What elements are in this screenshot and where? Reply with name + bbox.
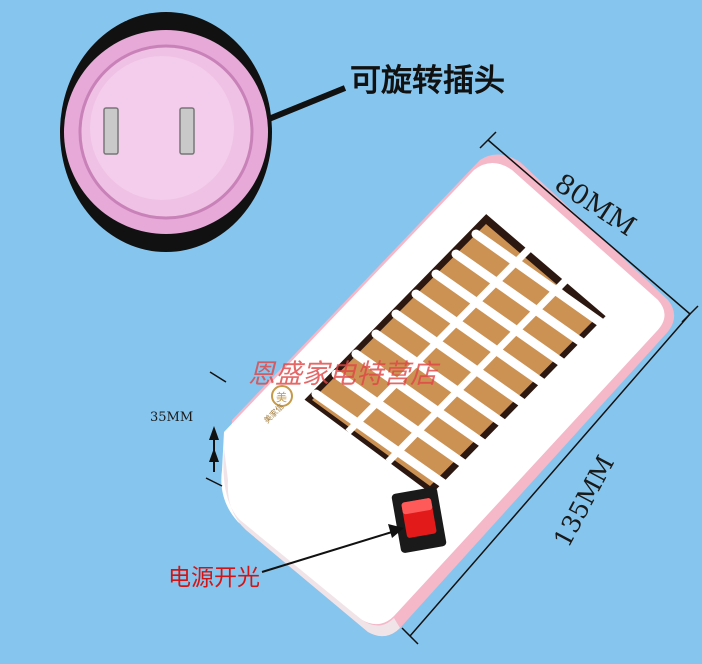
store-watermark: 恩盛家电特营店 <box>248 359 437 390</box>
height-dimension-label: 35MM <box>150 410 194 425</box>
rotatable-plug-label: 可旋转插头 <box>350 63 505 99</box>
svg-text:美: 美 <box>276 391 287 404</box>
height-arrow-icon <box>209 426 219 472</box>
rocker-switch-icon <box>391 487 447 553</box>
heater-grille-bars <box>311 229 605 489</box>
dimension-line-length <box>401 313 691 645</box>
heater-grille-crossbars <box>345 245 569 465</box>
power-switch-label: 电源开光 <box>168 565 260 591</box>
plug-prong-icon <box>103 107 195 155</box>
plug-inset-photo <box>60 12 272 252</box>
switch-pointer-arrow <box>261 524 404 573</box>
dimension-line-height <box>205 371 227 487</box>
grille-frame <box>295 205 615 502</box>
brand-logo-icon: 美 <box>271 385 293 407</box>
